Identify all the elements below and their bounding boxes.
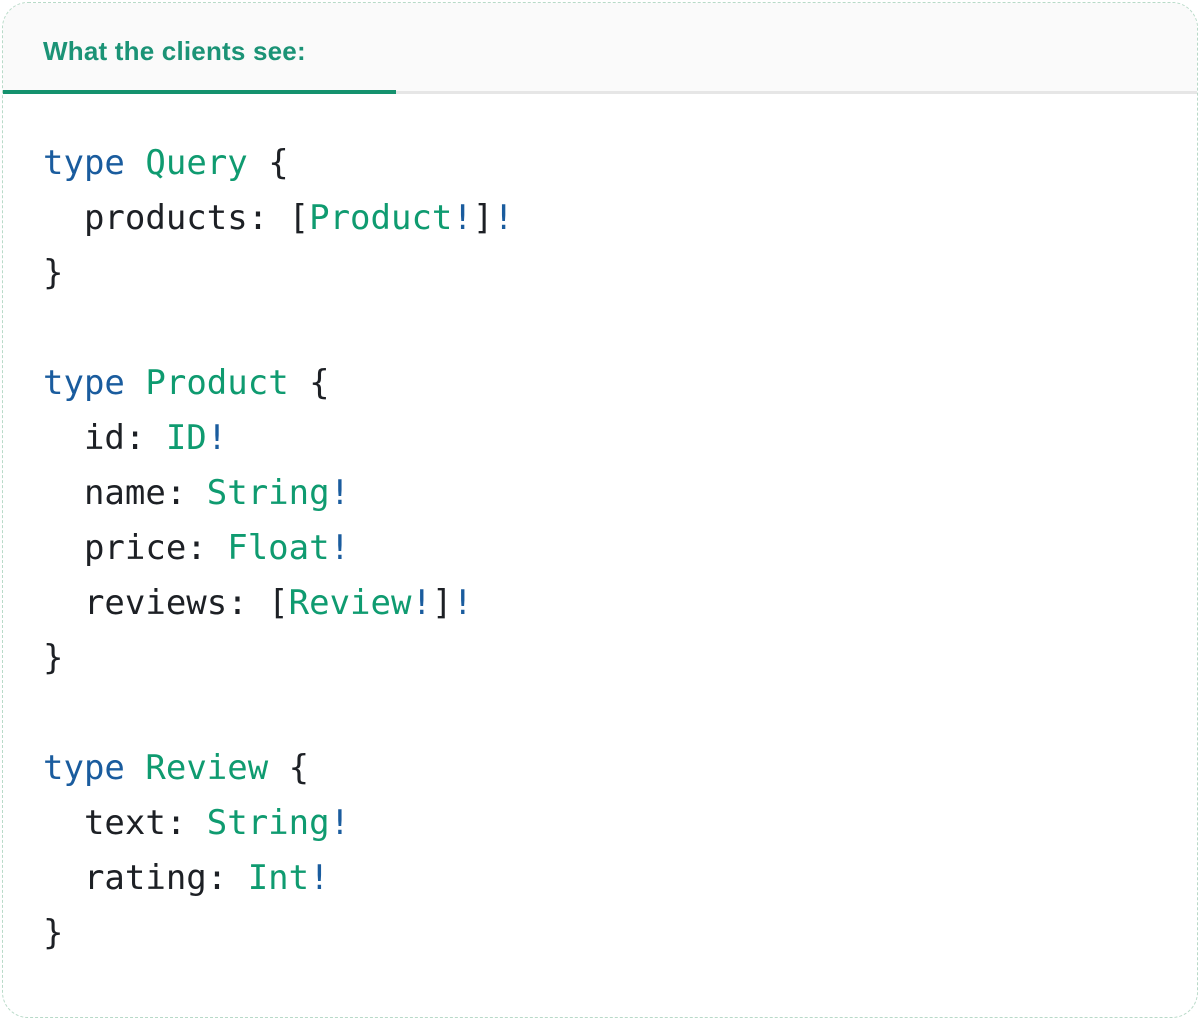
code-token-keyword: !	[452, 198, 473, 238]
code-token-type: String	[206, 803, 330, 843]
code-line: }	[43, 906, 1157, 961]
code-token-plain: {	[268, 748, 310, 788]
code-token-plain	[125, 748, 145, 788]
code-token-keyword: !	[452, 583, 473, 623]
code-token-plain: name:	[43, 473, 207, 513]
code-token-keyword: type	[43, 143, 125, 183]
code-token-plain: }	[43, 253, 64, 293]
graphql-schema-code: type Query { products: [Product!]!} type…	[3, 94, 1197, 991]
code-token-keyword: !	[411, 583, 432, 623]
code-line: type Query {	[43, 136, 1157, 191]
code-token-plain: ]	[472, 198, 494, 238]
active-tab-underline	[3, 90, 396, 94]
code-token-keyword: !	[329, 528, 351, 568]
code-line: type Product {	[43, 356, 1157, 411]
tab-what-clients-see[interactable]: What the clients see:	[3, 3, 306, 91]
code-line: rating: Int!	[43, 851, 1157, 906]
code-token-plain: price:	[43, 528, 228, 568]
code-token-plain: rating:	[43, 858, 248, 898]
code-line: name: String!	[43, 466, 1157, 521]
code-line: }	[43, 246, 1157, 301]
code-token-keyword: !	[309, 858, 330, 898]
code-token-plain: {	[288, 363, 330, 403]
code-token-type: Product	[309, 198, 453, 238]
code-token-type: Float	[227, 528, 330, 568]
tab-label: What the clients see:	[43, 36, 306, 66]
code-token-plain	[125, 363, 145, 403]
code-line: }	[43, 631, 1157, 686]
code-token-plain: text:	[43, 803, 207, 843]
code-token-keyword: !	[329, 803, 351, 843]
code-line: type Review {	[43, 741, 1157, 796]
code-token-keyword: !	[206, 418, 228, 458]
code-token-plain: }	[43, 913, 64, 953]
code-line: reviews: [Review!]!	[43, 576, 1157, 631]
code-token-plain: reviews: [	[43, 583, 289, 623]
code-token-plain: {	[247, 143, 289, 183]
code-token-keyword: !	[493, 198, 514, 238]
code-line: products: [Product!]!	[43, 191, 1157, 246]
card-header: What the clients see:	[3, 3, 1197, 94]
code-token-type: Product	[145, 363, 289, 403]
code-token-type: Review	[288, 583, 412, 623]
code-line	[43, 686, 1157, 741]
code-line: text: String!	[43, 796, 1157, 851]
code-token-plain: id:	[43, 418, 166, 458]
code-token-type: ID	[165, 418, 207, 458]
code-line: id: ID!	[43, 411, 1157, 466]
code-token-type: Int	[247, 858, 310, 898]
code-token-type: String	[206, 473, 330, 513]
code-token-type: Review	[145, 748, 269, 788]
code-token-plain	[125, 143, 145, 183]
code-token-keyword: !	[329, 473, 351, 513]
code-token-type: Query	[145, 143, 248, 183]
code-token-plain: }	[43, 638, 64, 678]
code-token-plain: products: [	[43, 198, 310, 238]
code-token-plain: ]	[431, 583, 453, 623]
code-token-keyword: type	[43, 748, 125, 788]
code-line: price: Float!	[43, 521, 1157, 576]
code-line	[43, 301, 1157, 356]
code-token-keyword: type	[43, 363, 125, 403]
